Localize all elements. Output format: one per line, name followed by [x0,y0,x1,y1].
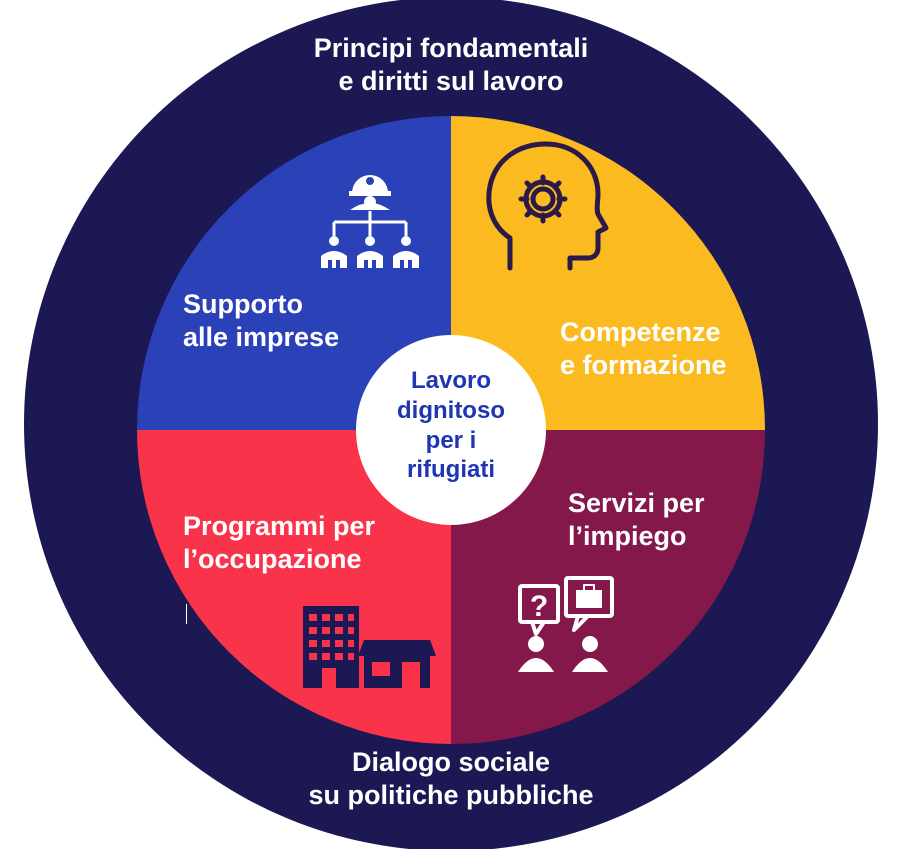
job-counselling-icon: ? [518,576,614,672]
quadrant-employment-programs-label: Programmi per l’occupazione [183,511,376,574]
quadrant-skills-training [451,116,765,430]
quadrant-skills-training-label: Competenze e formazione [560,317,727,380]
svg-text:?: ? [530,590,548,623]
outer-ring-top-label: Principi fondamentali e diritti sul lavo… [313,33,589,96]
center-circle [356,335,546,525]
quadrant-employment-services-label: Servizi per l’impiego [568,488,705,551]
center-label: Lavoro dignitoso per i rifugiati [397,367,505,484]
quadrant-support-business-label: Supporto alle imprese [183,289,340,352]
head-gear-icon [486,141,609,271]
outer-ring-bottom-label: Dialogo sociale su politiche pubbliche [308,747,594,810]
buildings-shop-icon [303,606,436,688]
business-hierarchy-icon [321,175,419,268]
small-divider-mark [186,604,187,624]
